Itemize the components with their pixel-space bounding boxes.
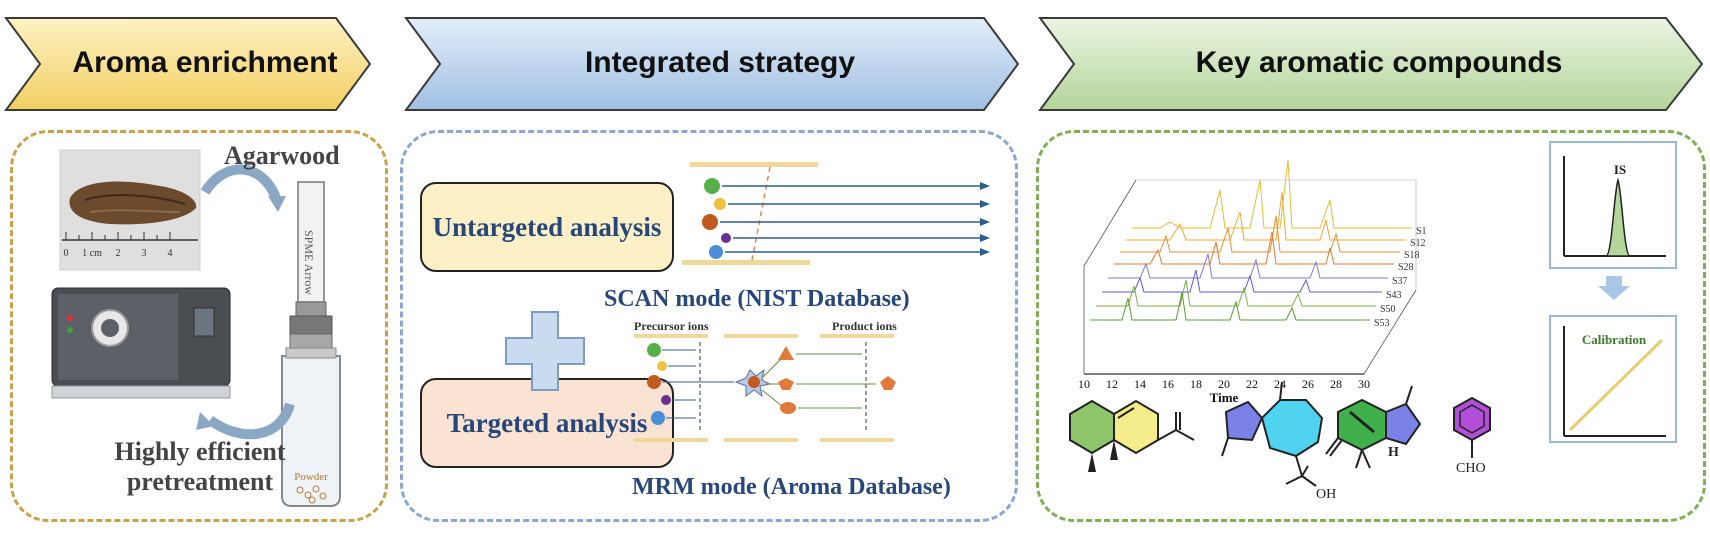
agarwood-chunk-icon	[69, 181, 197, 225]
trace-s43	[1102, 269, 1382, 293]
calibration-label: Calibration	[1582, 332, 1647, 347]
sample-label: S53	[1374, 318, 1390, 329]
trace-s12	[1126, 191, 1406, 241]
time-tick: 30	[1358, 377, 1370, 391]
sample-label: S18	[1404, 250, 1420, 261]
trace-s53	[1090, 291, 1370, 321]
enrichment-title: Aroma enrichment	[72, 46, 338, 79]
compounds-title: Key aromatic compounds	[1195, 46, 1563, 79]
trace-s37	[1108, 253, 1388, 279]
time-tick: 10	[1078, 377, 1090, 391]
ruler-tick-label: 0	[64, 248, 69, 259]
enrichment-chevron	[4, 17, 372, 111]
down-arrow-icon	[1598, 276, 1630, 300]
scan-schematic	[682, 162, 990, 265]
strategy-panel	[400, 130, 1018, 522]
trace-s28	[1114, 231, 1394, 265]
enrichment-illustration: 0 1 cm 2 3 4 SPME Arrow Powder	[51, 149, 341, 507]
strategy-chevron	[404, 17, 1020, 111]
strategy-title: Integrated strategy	[584, 46, 856, 79]
header-chevrons	[4, 17, 1704, 111]
enrichment-panel	[10, 130, 388, 522]
sample-label: S50	[1380, 304, 1396, 315]
calibration-chart: Calibration	[1549, 315, 1677, 443]
time-tick: 16	[1162, 377, 1174, 391]
sample-label: S1	[1416, 226, 1427, 237]
sample-label: S37	[1392, 276, 1408, 287]
time-tick: 28	[1330, 377, 1342, 391]
trace-s18	[1120, 215, 1400, 253]
is-chart: IS	[1549, 141, 1677, 269]
spme-label: SPME Arrow	[302, 230, 316, 295]
instrument-icon	[51, 287, 231, 399]
sample-label: S28	[1398, 262, 1414, 273]
vial-label: Powder	[294, 471, 328, 483]
chromatogram-stack: S1 S12 S18 S28 S37 S43 S50 S53 10 12 14 …	[1078, 159, 1427, 405]
ruler-tick-label: 4	[168, 248, 173, 259]
trace-s1	[1132, 159, 1412, 229]
pretreatment-label: Highly efficient pretreatment	[114, 437, 286, 496]
compounds-chevron	[1038, 17, 1704, 111]
precursor-label: Precursor ions	[634, 319, 709, 333]
time-tick: 20	[1218, 377, 1230, 391]
sample-label: S43	[1386, 290, 1402, 301]
molecule-3-icon: H	[1325, 385, 1422, 469]
time-tick: 26	[1302, 377, 1314, 391]
mrm-schematic: Precursor ions Product ions	[634, 319, 897, 442]
time-tick: 22	[1246, 377, 1258, 391]
oh-label: OH	[1316, 487, 1336, 502]
molecule-1-icon	[1069, 399, 1195, 472]
ruler-tick-label: 2	[116, 248, 121, 259]
time-tick: 24	[1274, 377, 1286, 391]
trace-s50	[1096, 279, 1376, 307]
time-tick: 18	[1190, 377, 1202, 391]
product-label: Product ions	[832, 319, 897, 333]
spme-fiber-icon: SPME Arrow	[289, 181, 333, 420]
plus-icon	[505, 311, 585, 391]
curved-arrow-icon	[207, 402, 295, 440]
scan-mode-label: SCAN mode (NIST Database)	[604, 286, 910, 312]
time-tick: 12	[1106, 377, 1118, 391]
h-label: H	[1388, 445, 1399, 460]
curved-arrow-icon	[200, 164, 281, 201]
strategy-illustration: Precursor ions Product ions	[505, 162, 990, 442]
compounds-panel	[1036, 130, 1706, 522]
time-tick: 14	[1134, 377, 1146, 391]
molecule-2-icon: OH	[1221, 381, 1336, 502]
ruler-tick-label: 3	[142, 248, 147, 259]
vial-icon: Powder	[281, 333, 341, 507]
cho-label: CHO	[1456, 461, 1486, 476]
untargeted-box: Untargeted analysis	[420, 182, 674, 272]
agarwood-label: Agarwood	[224, 141, 340, 170]
time-axis-label: Time	[1210, 390, 1239, 405]
ruler-icon: 0 1 cm 2 3 4	[62, 232, 198, 259]
sample-label: S12	[1410, 238, 1426, 249]
compounds-illustration: S1 S12 S18 S28 S37 S43 S50 S53 10 12 14 …	[1069, 141, 1677, 502]
ruler-tick-label: 1 cm	[82, 248, 102, 259]
mrm-mode-label: MRM mode (Aroma Database)	[632, 474, 951, 500]
is-label: IS	[1614, 162, 1626, 177]
targeted-box: Targeted analysis	[420, 378, 674, 468]
molecule-4-icon: CHO	[1453, 396, 1491, 476]
